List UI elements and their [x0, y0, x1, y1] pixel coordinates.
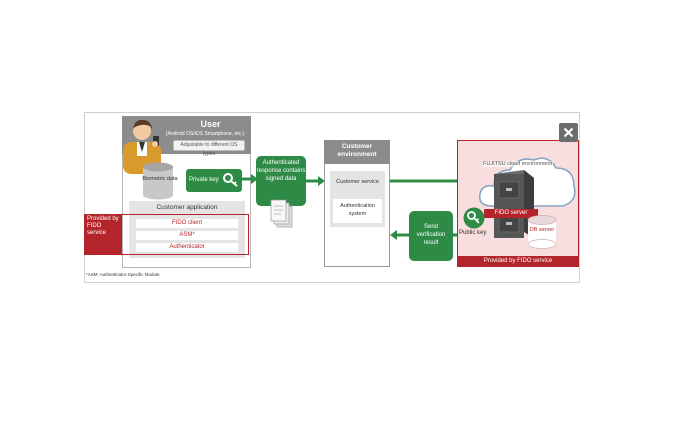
close-icon [563, 127, 574, 138]
arrow-to-customer-env [305, 176, 325, 186]
arrow-back-to-customer-env [390, 230, 410, 240]
authenticator-row: Authenticator [136, 243, 238, 252]
customer-service-label: Customer service [336, 179, 379, 185]
fido-client-row: FIDO client [136, 219, 238, 228]
fido-provided-side-panel [84, 214, 121, 255]
close-button[interactable] [559, 123, 578, 142]
authentication-system-box: Authentication system [333, 199, 382, 223]
db-server-icon [527, 215, 557, 249]
adjustable-badge: Adjustable to different OS types [173, 140, 245, 157]
customer-environment-header [324, 140, 390, 164]
fujitsu-cloud-label: FUJITSU cloud environment [482, 161, 554, 167]
customer-application-title: Customer application [156, 204, 218, 211]
asm-row: ASM* [136, 231, 238, 240]
fujitsu-footer-bar [457, 256, 579, 267]
authenticated-response-box [256, 156, 306, 206]
arrow-to-auth-response [242, 174, 258, 184]
public-key-label: Public key [459, 230, 487, 236]
user-title: User [200, 119, 221, 129]
private-key-label: Private key [189, 177, 219, 183]
fido-provided-side-label: Provided by FIDO service [87, 216, 119, 236]
user-subtitle: (Android OS/iOS Smartphone, etc.) [165, 131, 245, 137]
footnote: *ASM: Authenticator-Specific Module [86, 272, 160, 277]
send-verification-box [409, 211, 453, 261]
customer-environment-title: Customer environment [337, 143, 377, 158]
send-verification-label: Send verification result [416, 224, 446, 246]
db-server-label: DB server [529, 227, 555, 233]
fido-provided-outline [121, 214, 249, 255]
biometric-database-icon [143, 162, 173, 200]
biometric-data-label: Biometric data [142, 176, 178, 182]
document-stack-icon [270, 199, 293, 228]
fujitsu-footer-label: Provided by FIDO service [483, 258, 553, 264]
authenticated-response-label: Authenticated response contains signed d… [256, 160, 306, 182]
public-key-icon [463, 207, 485, 229]
fido-server-label: FIDO server [484, 209, 538, 218]
key-icon [223, 173, 238, 187]
